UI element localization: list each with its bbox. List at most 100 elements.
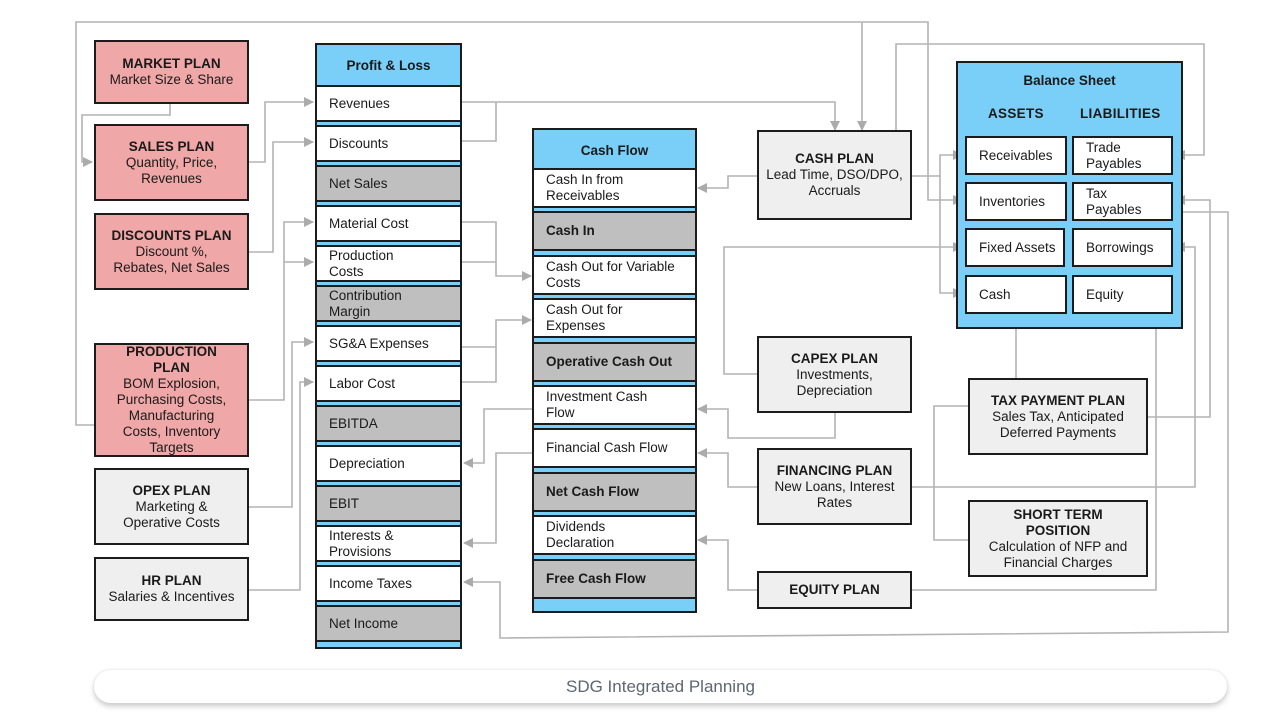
pl-row-discounts[interactable]: Discounts	[317, 125, 460, 162]
pl-row-ebit[interactable]: EBIT	[317, 485, 460, 522]
liability-tax-payables[interactable]: Tax Payables	[1072, 182, 1173, 221]
plan-description: BOM Explosion, Purchasing Costs, Manufac…	[116, 376, 227, 455]
pl-row-interests-provisions[interactable]: Interests & Provisions	[317, 525, 460, 562]
footer-title: SDG Integrated Planning	[565, 676, 755, 696]
row-label: SG&A Expenses	[329, 335, 429, 351]
asset-receivables[interactable]: Receivables	[965, 136, 1067, 175]
connector-cash-plan-to-bs-receivables	[912, 150, 963, 177]
pl-row-contribution-margin[interactable]: Contribution Margin	[317, 285, 460, 322]
discounts-plan-box[interactable]: DISCOUNTS PLAN Discount %, Rebates, Net …	[94, 213, 249, 290]
connector-sales-to-revenues	[249, 97, 314, 163]
capex-plan-box[interactable]: CAPEX PLAN Investments, Depreciation	[757, 336, 912, 413]
market-plan-box[interactable]: MARKET PLAN Market Size & Share	[94, 40, 249, 104]
cash-flow-title: Cash Flow	[534, 130, 695, 172]
plan-title: DISCOUNTS PLAN	[111, 227, 232, 243]
plan-title: HR PLAN	[141, 573, 202, 588]
liability-equity[interactable]: Equity	[1072, 275, 1173, 314]
connector-material-to-variable	[461, 221, 532, 281]
financing-plan-box[interactable]: FINANCING PLAN New Loans, Interest Rates	[757, 448, 912, 525]
pl-row-revenues[interactable]: Revenues	[317, 85, 460, 122]
cash-plan-box[interactable]: CASH PLAN Lead Time, DSO/DPO, Accruals	[757, 130, 912, 220]
cf-row-financial-cash-flow[interactable]: Financial Cash Flow	[534, 428, 695, 469]
connector-discounts-join	[461, 102, 497, 142]
row-label: Cash In	[546, 223, 595, 239]
pl-row-ebitda[interactable]: EBITDA	[317, 405, 460, 442]
cf-row-investment-cash-flow[interactable]: Investment Cash Flow	[534, 385, 695, 425]
cf-row-cash-out-for-expenses[interactable]: Cash Out for Expenses	[534, 298, 695, 339]
plan-description: New Loans, Interest Rates	[774, 478, 895, 510]
row-label: Revenues	[329, 95, 390, 111]
row-label: Cash In from Receivables	[546, 172, 624, 203]
row-label: Income Taxes	[329, 575, 413, 591]
cf-row-cash-out-for-variable-costs[interactable]: Cash Out for Variable Costs	[534, 254, 695, 295]
row-label: Production Costs	[329, 247, 394, 279]
connector-financing-to-financial	[697, 448, 757, 488]
profit-loss-title: Profit & Loss	[317, 45, 460, 87]
liabilities-header: LIABILITIES	[1080, 106, 1161, 121]
pl-row-sg-a-expenses[interactable]: SG&A Expenses	[317, 325, 460, 362]
pl-row-production-costs[interactable]: Production Costs	[317, 245, 460, 282]
connector-tax-plan-to-short-term	[933, 405, 968, 541]
cf-row-cash-in-from-receivables[interactable]: Cash In from Receivables	[534, 168, 695, 208]
connector-sga-to-expenses	[461, 315, 532, 348]
pl-row-labor-cost[interactable]: Labor Cost	[317, 365, 460, 402]
plan-title: EQUITY PLAN	[789, 582, 880, 597]
row-label: Depreciation	[329, 455, 405, 471]
plan-description: Discount %, Rebates, Net Sales	[113, 243, 230, 275]
pl-row-material-cost[interactable]: Material Cost	[317, 205, 460, 242]
connector-hr-to-labor	[249, 377, 314, 591]
plan-description: Lead Time, DSO/DPO, Accruals	[766, 167, 903, 198]
row-label: EBIT	[329, 495, 360, 511]
tax-payment-plan-box[interactable]: TAX PAYMENT PLAN Sales Tax, Anticipated …	[968, 378, 1148, 455]
asset-inventories[interactable]: Inventories	[965, 182, 1067, 221]
hr-plan-box[interactable]: HR PLAN Salaries & Incentives	[94, 557, 249, 621]
row-label: EBITDA	[329, 415, 378, 431]
assets-header: ASSETS	[988, 106, 1044, 121]
connector-equity-to-dividends	[697, 535, 757, 591]
connector-discounts-plan-to-discounts	[249, 137, 314, 253]
row-label: Financial Cash Flow	[546, 440, 668, 456]
plan-title: CASH PLAN	[795, 151, 874, 166]
cf-row-operative-cash-out[interactable]: Operative Cash Out	[534, 341, 695, 382]
row-label: Operative Cash Out	[546, 353, 673, 369]
production-plan-box[interactable]: PRODUCTION PLAN BOM Explosion, Purchasin…	[94, 343, 249, 457]
opex-plan-box[interactable]: OPEX PLAN Marketing & Operative Costs	[94, 468, 249, 545]
connector-labor-join	[461, 347, 497, 383]
connector-production-to-material	[249, 217, 314, 401]
plan-description: Salaries & Incentives	[108, 589, 235, 604]
connector-cash-plan-to-receivables-cf	[697, 175, 757, 193]
balance-sheet: Balance Sheet ASSETS LIABILITIES Receiva…	[956, 61, 1183, 329]
row-label: Interests & Provisions	[329, 527, 394, 559]
plan-description: Market Size & Share	[109, 72, 234, 87]
cf-row-free-cash-flow[interactable]: Free Cash Flow	[534, 558, 695, 599]
cf-row-cash-in[interactable]: Cash In	[534, 211, 695, 252]
plan-description: Calculation of NFP and Financial Charges	[988, 538, 1128, 570]
row-label: Net Cash Flow	[546, 483, 640, 499]
connector-capex-to-investment	[697, 404, 836, 439]
pl-row-net-sales[interactable]: Net Sales	[317, 165, 460, 202]
row-label: Dividends Declaration	[546, 519, 615, 551]
plan-title: MARKET PLAN	[122, 56, 221, 71]
plan-title: PRODUCTION PLAN	[126, 344, 217, 375]
cf-row-net-cash-flow[interactable]: Net Cash Flow	[534, 471, 695, 512]
liability-borrowings[interactable]: Borrowings	[1072, 228, 1173, 267]
asset-cash[interactable]: Cash	[965, 275, 1067, 314]
row-label: Free Cash Flow	[546, 570, 646, 586]
row-label: Net Income	[329, 615, 399, 631]
plan-title: SALES PLAN	[128, 138, 215, 154]
short-term-position-box[interactable]: SHORT TERM POSITION Calculation of NFP a…	[968, 500, 1148, 577]
sales-plan-box[interactable]: SALES PLAN Quantity, Price, Revenues	[94, 124, 249, 201]
plan-description: Quantity, Price, Revenues	[125, 154, 218, 186]
balance-sheet-title: Balance Sheet	[1023, 73, 1116, 88]
pl-row-net-income[interactable]: Net Income	[317, 605, 460, 642]
equity-plan-box[interactable]: EQUITY PLAN	[757, 571, 912, 609]
cf-row-dividends-declaration[interactable]: Dividends Declaration	[534, 515, 695, 556]
row-label: Cash Out for Variable Costs	[546, 258, 675, 290]
pl-row-depreciation[interactable]: Depreciation	[317, 445, 460, 482]
row-label: Contribution Margin	[329, 287, 402, 319]
liability-trade-payables[interactable]: Trade Payables	[1072, 136, 1173, 175]
asset-fixed-assets[interactable]: Fixed Assets	[965, 228, 1065, 267]
pl-row-income-taxes[interactable]: Income Taxes	[317, 565, 460, 602]
